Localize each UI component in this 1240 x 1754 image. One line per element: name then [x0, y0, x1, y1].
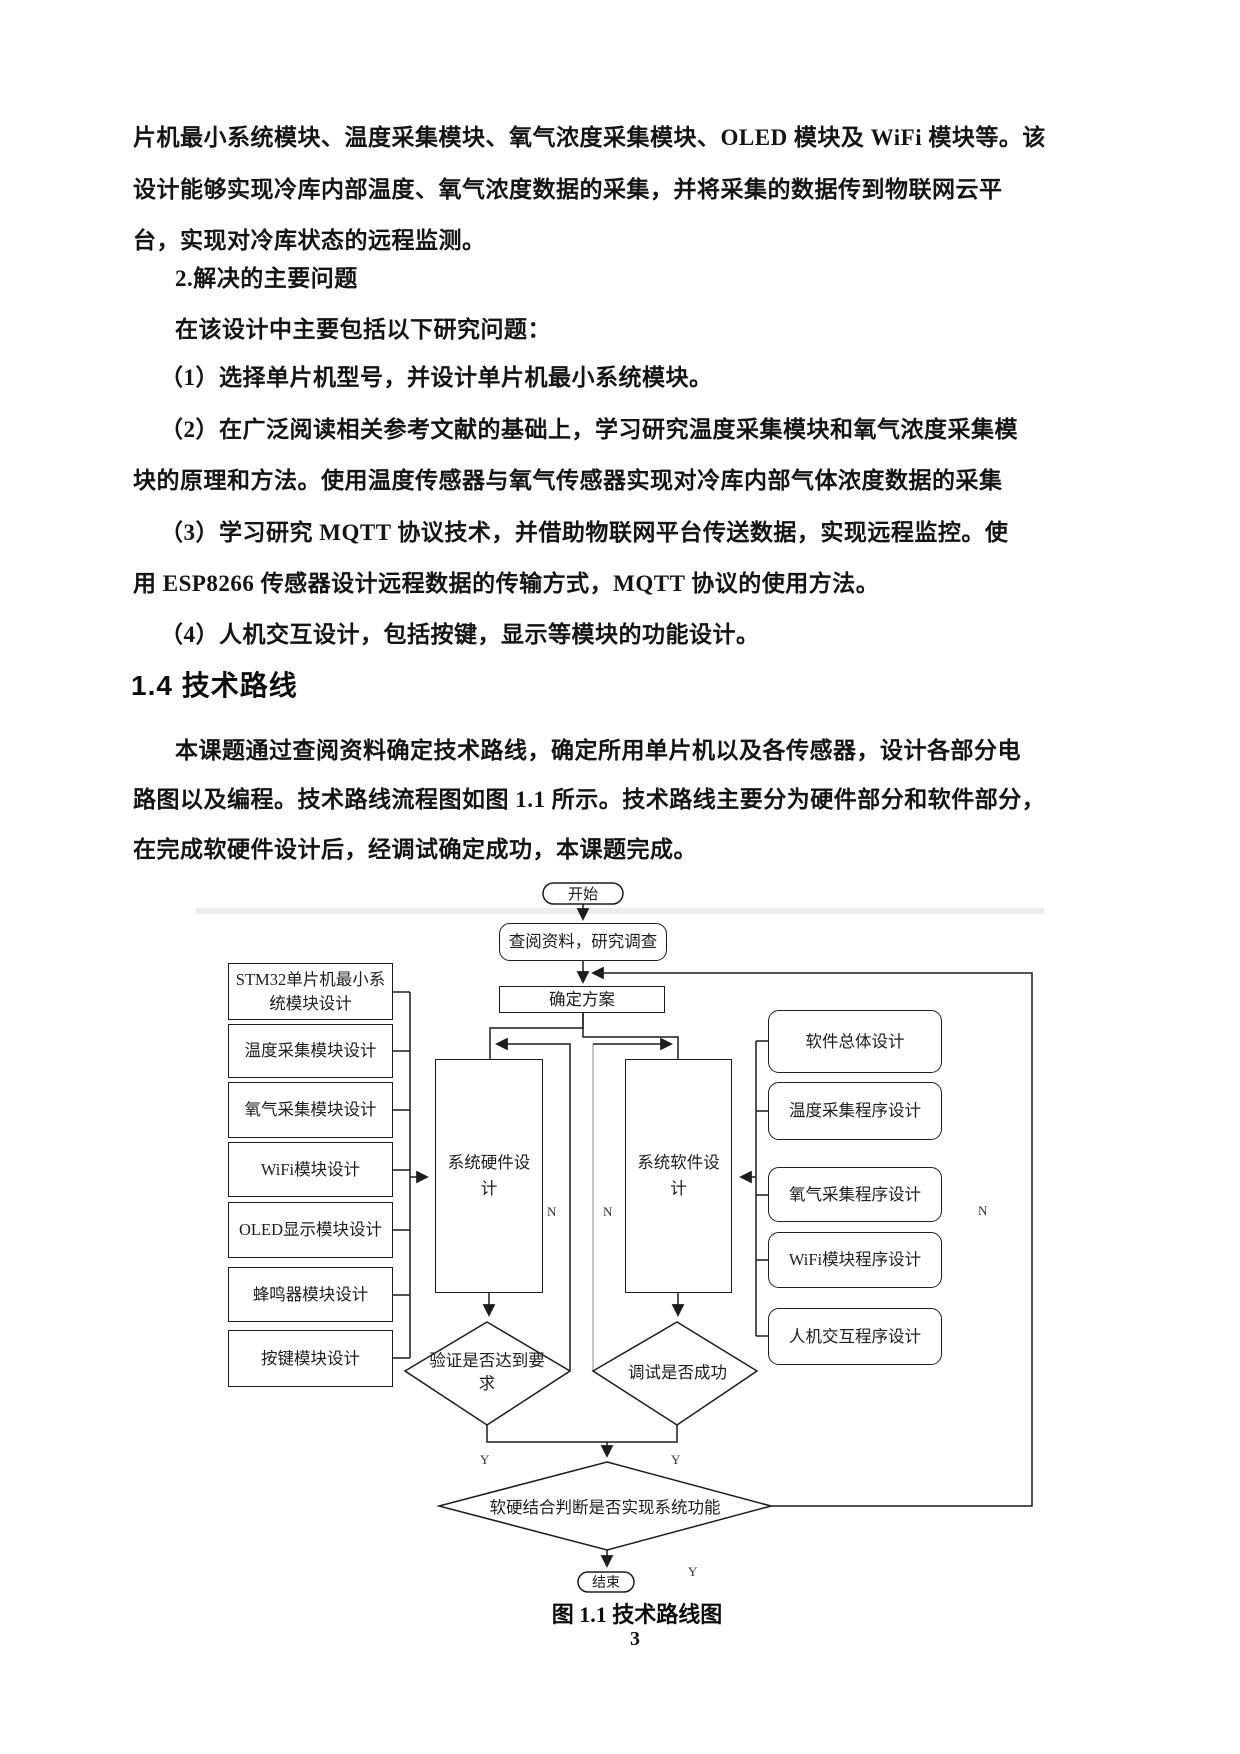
flowchart-debug-decision: 调试是否成功 [628, 1363, 727, 1382]
flowchart-left-module: OLED显示模块设计 [228, 1202, 393, 1258]
body-line: 片机最小系统模块、温度采集模块、氧气浓度采集模块、OLED 模块及 WiFi 模… [133, 125, 1046, 150]
figure-caption: 图 1.1 技术路线图 [551, 1602, 723, 1627]
flowchart-hardware-node: 系统硬件设计 [435, 1059, 543, 1293]
flowchart-final-decision: 软硬结合判断是否实现系统功能 [489, 1498, 721, 1517]
flowchart-right-module: 软件总体设计 [768, 1010, 942, 1073]
flowchart-left-module: WiFi模块设计 [228, 1142, 393, 1197]
body-line: 本课题通过查阅资料确定技术路线，确定所用单片机以及各传感器，设计各部分电 [175, 738, 1021, 763]
flowchart-software-node: 系统软件设计 [625, 1059, 732, 1293]
flowchart-left-module: STM32单片机最小系统模块设计 [228, 963, 393, 1020]
body-line: 在该设计中主要包括以下研究问题： [175, 317, 551, 342]
branch-label-no: N [603, 1204, 613, 1219]
flowchart-right-module: 温度采集程序设计 [768, 1082, 942, 1140]
flowchart-right-module: 氧气采集程序设计 [768, 1167, 942, 1222]
flowchart-end-node: 结束 [592, 1576, 620, 1591]
scan-artifact-band [196, 908, 1044, 914]
branch-label-no: N [547, 1204, 557, 1219]
body-line-item-2: （2）在广泛阅读相关参考文献的基础上，学习研究温度采集模块和氧气浓度采集模 [160, 417, 1018, 442]
flowchart-left-module: 蜂鸣器模块设计 [228, 1267, 393, 1322]
flowchart-start-node: 开始 [567, 887, 598, 903]
flowchart-plan-node: 确定方案 [499, 986, 665, 1013]
branch-label-yes: Y [671, 1452, 681, 1467]
body-line: 路图以及编程。技术路线流程图如图 1.1 所示。技术路线主要分为硬件部分和软件部… [133, 787, 1046, 812]
body-line-item-1: （1）选择单片机型号，并设计单片机最小系统模块。 [160, 365, 713, 390]
body-line: 设计能够实现冷库内部温度、氧气浓度数据的采集，并将采集的数据传到物联网云平 [133, 177, 1003, 202]
body-line-item-4: （4）人机交互设计，包括按键，显示等模块的功能设计。 [160, 622, 760, 647]
page-number: 3 [630, 1628, 640, 1650]
flowchart-right-module: 人机交互程序设计 [768, 1308, 942, 1365]
body-line-item-3: （3）学习研究 MQTT 协议技术，并借助物联网平台传送数据，实现远程监控。使 [160, 520, 1009, 545]
body-line: 台，实现对冷库状态的远程监测。 [133, 228, 486, 253]
section-heading: 1.4 技术路线 [131, 670, 298, 701]
flowchart-lookup-node: 查阅资料，研究调查 [499, 923, 667, 961]
flowchart-left-module: 温度采集模块设计 [228, 1024, 393, 1078]
body-line-subheading: 2.解决的主要问题 [175, 266, 358, 291]
body-line: 在完成软硬件设计后，经调试确定成功，本课题完成。 [133, 837, 697, 862]
flowchart-left-module: 氧气采集模块设计 [228, 1082, 393, 1138]
branch-label-yes: Y [480, 1452, 490, 1467]
body-line: 用 ESP8266 传感器设计远程数据的传输方式，MQTT 协议的使用方法。 [133, 571, 880, 596]
flowchart-verify-decision: 验证是否达到要求 [429, 1351, 545, 1394]
branch-label-yes: Y [688, 1564, 698, 1579]
flowchart-right-module: WiFi模块程序设计 [768, 1232, 942, 1288]
body-line: 块的原理和方法。使用温度传感器与氧气传感器实现对冷库内部气体浓度数据的采集 [133, 468, 1003, 493]
branch-label-no: N [978, 1203, 988, 1218]
flowchart-left-module: 按键模块设计 [228, 1330, 393, 1387]
